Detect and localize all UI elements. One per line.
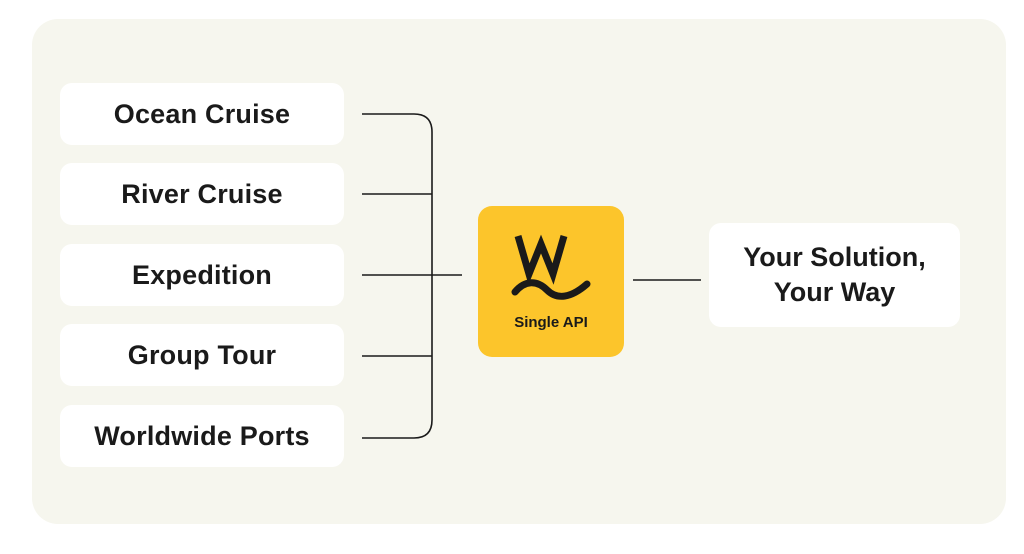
source-label: River Cruise [121, 178, 283, 209]
source-box-river-cruise: River Cruise [60, 163, 344, 225]
source-box-ocean-cruise: Ocean Cruise [60, 83, 344, 145]
w-wave-logo-icon [511, 234, 591, 300]
source-label: Worldwide Ports [94, 420, 310, 451]
source-label: Expedition [131, 259, 272, 290]
source-box-worldwide-ports: Worldwide Ports [60, 405, 344, 467]
source-label: Ocean Cruise [113, 98, 291, 129]
bracket-top-connector [362, 113, 433, 439]
result-line-2: Your Way [773, 277, 896, 307]
source-box-expedition: Expedition [60, 244, 344, 306]
source-box-group-tour: Group Tour [60, 324, 344, 386]
result-line-1: Your Solution, [743, 242, 926, 272]
result-box: Your Solution, Your Way [709, 223, 960, 327]
source-label: Group Tour [127, 339, 277, 370]
single-api-hub: Single API [478, 206, 624, 357]
hub-label: Single API [514, 314, 588, 331]
